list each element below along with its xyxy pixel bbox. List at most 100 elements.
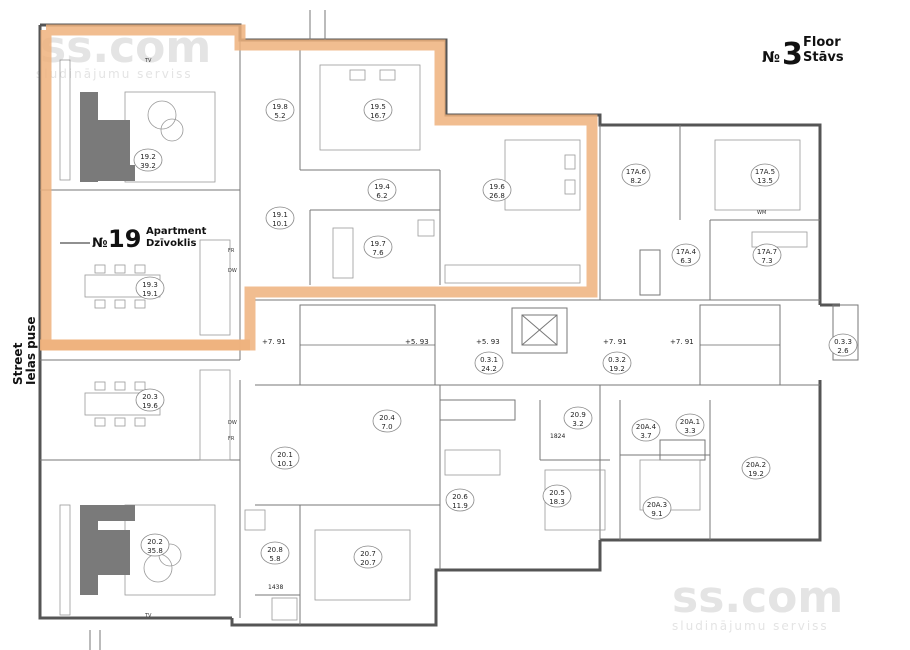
room-label-17A.6: 17A.68.2: [621, 163, 651, 187]
room-id: 17A.6: [626, 168, 647, 176]
room-label-20.1: 20.110.1: [270, 446, 300, 470]
room-label-17A.7: 17A.77.3: [752, 243, 782, 267]
room-area: 11.9: [452, 502, 468, 510]
room-label-badge: [363, 235, 393, 259]
room-label-badge: [671, 243, 701, 267]
room-area: 8.2: [630, 177, 641, 185]
level-marker: +7. 91: [262, 338, 286, 346]
room-label-badge: [482, 178, 512, 202]
level-markers: +7. 91+5. 93+5. 93+7. 91+7. 91: [262, 338, 694, 346]
floor-label-en: Floor: [803, 35, 841, 50]
room-id: 20.3: [142, 393, 158, 401]
level-marker: +5. 93: [405, 338, 429, 346]
fridge-label: FR: [228, 248, 235, 254]
room-label-19.7: 19.77.6: [363, 235, 393, 259]
room-label-20.8: 20.85.8: [260, 541, 290, 565]
watermark-tagline-bottom: sludinājumu serviss: [672, 619, 829, 633]
tv-label-top: TV: [144, 58, 152, 64]
floor-no-label: №: [762, 48, 780, 66]
room-label-20.5: 20.518.3: [542, 484, 572, 508]
room-label-17A.4: 17A.46.3: [671, 243, 701, 267]
room-area: 2.6: [837, 347, 849, 355]
room-area: 10.1: [272, 220, 288, 228]
room-labels: 19.239.219.85.219.516.719.46.219.110.119…: [133, 98, 858, 569]
street-label-lv: Ielas puse: [24, 316, 38, 385]
room-area: 13.5: [757, 177, 773, 185]
apartment-label-lv: Dzīvoklis: [146, 238, 196, 249]
room-label-badge: [133, 148, 163, 172]
room-label-19.4: 19.46.2: [367, 178, 397, 202]
floor-number: 3: [782, 37, 803, 72]
room-label-20.3: 20.319.6: [135, 388, 165, 412]
watermark-tagline-top: sludinājumu serviss: [36, 67, 193, 81]
room-label-badge: [135, 276, 165, 300]
room-label-20A.3: 20A.39.1: [642, 496, 672, 520]
room-id: 0.3.2: [608, 356, 626, 364]
room-label-20.9: 20.93.2: [563, 406, 593, 430]
room-id: 19.5: [370, 103, 386, 111]
room-label-badge: [265, 206, 295, 230]
room-label-20.7: 20.720.7: [353, 545, 383, 569]
room-area: 18.3: [549, 498, 565, 506]
room-label-19.5: 19.516.7: [363, 98, 393, 122]
room-label-badge: [445, 488, 475, 512]
room-area: 10.1: [277, 460, 293, 468]
room-area: 39.2: [140, 162, 156, 170]
room-label-badge: [631, 418, 661, 442]
room-id: 20.7: [360, 550, 376, 558]
room-area: 3.2: [572, 420, 583, 428]
floor-label-lv: Stāvs: [803, 50, 844, 65]
watermark-logo-bottom: ss.com: [672, 572, 843, 623]
room-label-badge: [741, 456, 771, 480]
room-id: 17A.5: [755, 168, 775, 176]
apartment-title: № 19 Apartment Dzīvoklis: [60, 225, 207, 253]
room-label-badge: [270, 446, 300, 470]
room-area: 19.2: [609, 365, 625, 373]
dimension-label: 1824: [550, 433, 565, 440]
room-label-20.6: 20.611.9: [445, 488, 475, 512]
room-label-19.1: 19.110.1: [265, 206, 295, 230]
room-label-19.8: 19.85.2: [265, 98, 295, 122]
room-label-20A.4: 20A.43.7: [631, 418, 661, 442]
room-label-20A.1: 20A.13.3: [675, 413, 705, 437]
room-id: 20.1: [277, 451, 293, 459]
room-id: 19.2: [140, 153, 156, 161]
room-label-badge: [752, 243, 782, 267]
room-area: 24.2: [481, 365, 497, 373]
room-label-badge: [260, 541, 290, 565]
room-label-0.3.3: 0.3.32.6: [828, 333, 858, 357]
room-label-badge: [474, 351, 504, 375]
room-label-20A.2: 20A.219.2: [741, 456, 771, 480]
room-label-badge: [367, 178, 397, 202]
room-id: 20.8: [267, 546, 283, 554]
street-side-label: Street Ielas puse: [11, 316, 38, 385]
room-label-20.4: 20.47.0: [372, 409, 402, 433]
room-area: 19.2: [748, 470, 764, 478]
room-label-badge: [542, 484, 572, 508]
room-id: 20.6: [452, 493, 468, 501]
room-area: 5.8: [269, 555, 280, 563]
dimension-label: 1438: [268, 584, 283, 591]
dishwasher-label-2: DW: [228, 420, 237, 426]
room-id: 20.2: [147, 538, 163, 546]
room-area: 7.3: [761, 257, 772, 265]
room-area: 6.2: [376, 192, 387, 200]
room-area: 26.8: [489, 192, 505, 200]
room-area: 16.7: [370, 112, 386, 120]
furniture: [59, 59, 808, 621]
room-label-badge: [828, 333, 858, 357]
apartment-number: 19: [108, 225, 141, 253]
room-id: 19.7: [370, 240, 386, 248]
room-label-badge: [372, 409, 402, 433]
room-label-19.2: 19.239.2: [133, 148, 163, 172]
room-label-badge: [265, 98, 295, 122]
room-area: 9.1: [651, 510, 662, 518]
level-marker: +7. 91: [603, 338, 627, 346]
room-area: 6.3: [680, 257, 691, 265]
room-id: 19.1: [272, 211, 288, 219]
room-label-0.3.2: 0.3.219.2: [602, 351, 632, 375]
room-id: 20.9: [570, 411, 586, 419]
room-area: 7.0: [381, 423, 392, 431]
room-label-20.2: 20.235.8: [140, 533, 170, 557]
